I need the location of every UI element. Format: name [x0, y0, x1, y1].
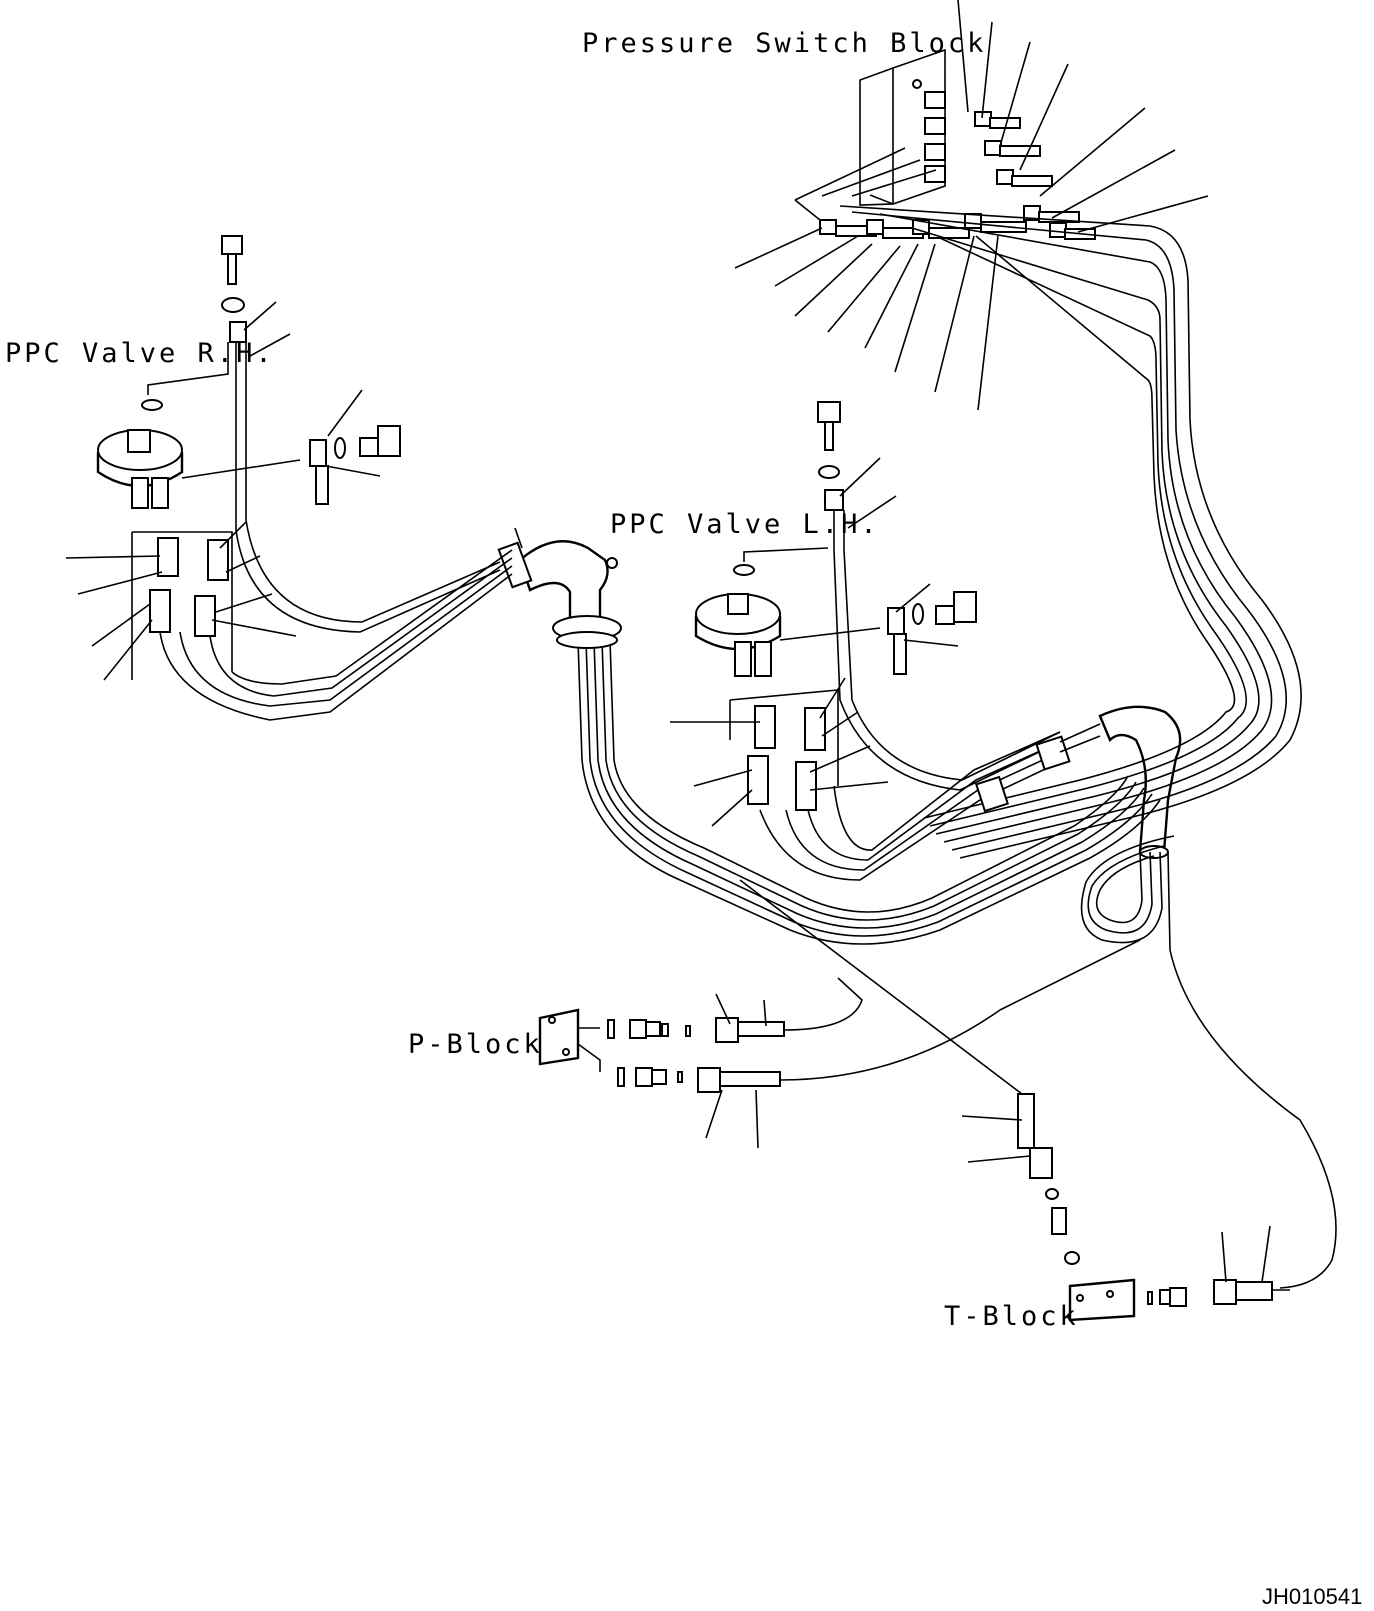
- center-elbow-clamp: [497, 527, 622, 649]
- pressure-switch-block-label: Pressure Switch Block: [582, 28, 986, 59]
- hose-bundle-right: [839, 205, 1302, 859]
- pressure-switch-leaders: [734, 0, 1209, 411]
- p-block-label: P-Block: [408, 1029, 543, 1060]
- t-block-label: T-Block: [944, 1301, 1079, 1332]
- t-block: [739, 879, 1290, 1322]
- ppc-valve-rh-label: PPC Valve R.H.: [5, 338, 275, 369]
- ppc-valve-lh: [694, 401, 1061, 881]
- ppc-lh-leaders: [670, 457, 959, 827]
- ppc-valve-rh: [96, 235, 513, 721]
- ppc-valve-lh-label: PPC Valve L.H.: [610, 509, 880, 540]
- t-block-leaders: [961, 1115, 1271, 1283]
- pressure-switch-block: [794, 48, 1096, 240]
- p-block: [538, 939, 1141, 1093]
- drawing-number: JH010541: [1262, 1584, 1362, 1609]
- ppc-rh-leaders: [65, 301, 381, 681]
- p-block-leaders: [705, 993, 767, 1149]
- bottom-hose-loop: [1080, 835, 1337, 1289]
- hose-bundle-center: [577, 639, 1161, 945]
- right-elbow-clamp: [975, 705, 1182, 859]
